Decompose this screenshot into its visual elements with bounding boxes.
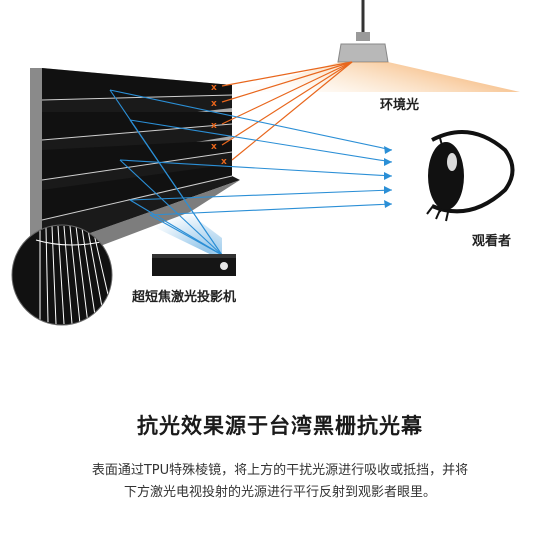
ray-arrowheads (384, 146, 392, 208)
page-title: 抗光效果源于台湾黑栅抗光幕 (137, 414, 423, 438)
svg-text:x: x (211, 142, 217, 152)
eye-icon (426, 130, 515, 222)
svg-text:x: x (221, 157, 227, 167)
ambient-light-label: 环境光 (380, 98, 420, 113)
svg-text:x: x (211, 83, 217, 93)
ceiling-lamp-icon (337, 0, 389, 63)
ambient-light-rays (221, 61, 353, 161)
magnified-prism-detail (11, 224, 113, 326)
screen-side (30, 68, 42, 268)
projector-label: 超短焦激光投影机 (132, 290, 237, 305)
description-line-2: 下方激光电视投射的光源进行平行反射到观影者眼里。 (123, 485, 436, 500)
svg-text:x: x (211, 121, 217, 131)
ambient-light-glow (236, 62, 520, 92)
absorption-x-markers: x x x x x (211, 83, 227, 167)
description-text: 表面通过TPU特殊棱镜，将上方的干扰光源进行吸收或抵挡，并将 下方激光电视投射的… (40, 460, 520, 504)
svg-text:x: x (211, 99, 217, 109)
projector-rays (109, 89, 393, 256)
projector-icon (152, 254, 236, 276)
anti-light-screen-diagram: x x x x x (11, 0, 520, 326)
description-line-1: 表面通过TPU特殊棱镜，将上方的干扰光源进行吸收或抵挡，并将 (91, 463, 469, 478)
viewer-label: 观看者 (472, 234, 512, 249)
screen-panel (41, 68, 240, 268)
